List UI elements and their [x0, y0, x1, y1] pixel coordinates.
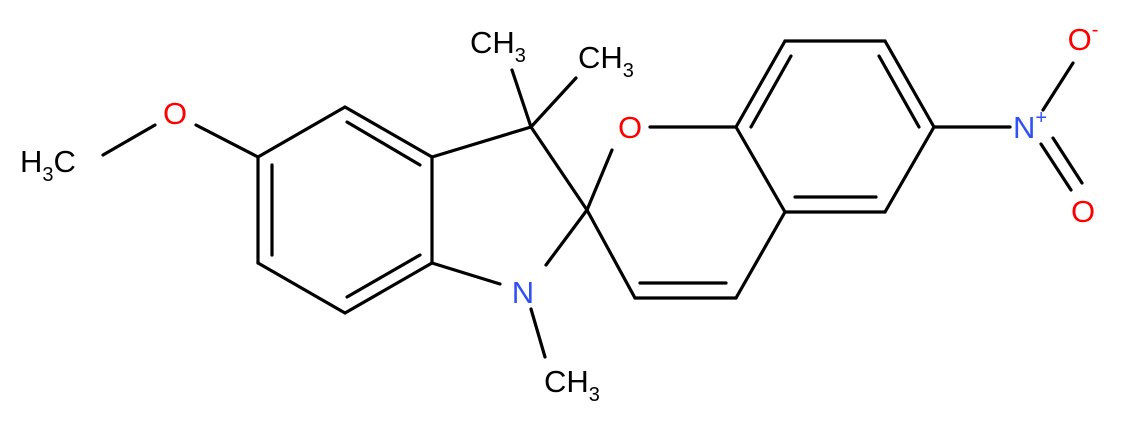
bond — [529, 76, 578, 129]
methyl-label: CH3 — [578, 40, 634, 82]
bond — [1051, 136, 1084, 185]
bond — [529, 307, 547, 359]
bond — [883, 39, 936, 129]
methyl-label: CH3 — [470, 25, 526, 67]
methyl-label: CH3 — [544, 364, 600, 406]
bond — [256, 261, 347, 315]
bond — [734, 210, 787, 300]
bond-double-inner — [345, 120, 422, 167]
nitro-oxygen-label: O- — [1068, 19, 1099, 57]
bond — [343, 105, 434, 159]
bond-double-inner — [749, 54, 793, 129]
bond — [1041, 61, 1075, 112]
bond — [734, 125, 787, 214]
oxygen-atom-label: O — [163, 96, 187, 131]
bond — [529, 125, 589, 212]
nitro-oxygen-label: O — [1071, 194, 1095, 229]
bond — [194, 123, 260, 159]
bonds — [101, 39, 1084, 359]
bond — [256, 105, 347, 159]
bond — [343, 261, 434, 315]
bond — [510, 68, 533, 129]
bond — [101, 123, 157, 157]
bond — [585, 148, 614, 212]
bond — [883, 125, 936, 214]
bond — [430, 261, 502, 286]
bond-double-inner — [345, 253, 422, 299]
methoxy-methyl-label: H3C — [20, 144, 76, 186]
oxygen-atom-label: O — [618, 110, 642, 145]
nitrogen-atom-label: N — [512, 275, 534, 310]
bond — [734, 39, 787, 129]
bond — [585, 208, 637, 300]
nitro-nitrogen-label: N+ — [1013, 107, 1047, 145]
bond-double-inner — [877, 54, 921, 129]
bond — [1039, 142, 1073, 192]
bond — [544, 208, 589, 267]
atom-labels: CH3 CH3 CH3 H3C O O N N+ O- O — [20, 19, 1098, 406]
bond — [430, 125, 533, 159]
